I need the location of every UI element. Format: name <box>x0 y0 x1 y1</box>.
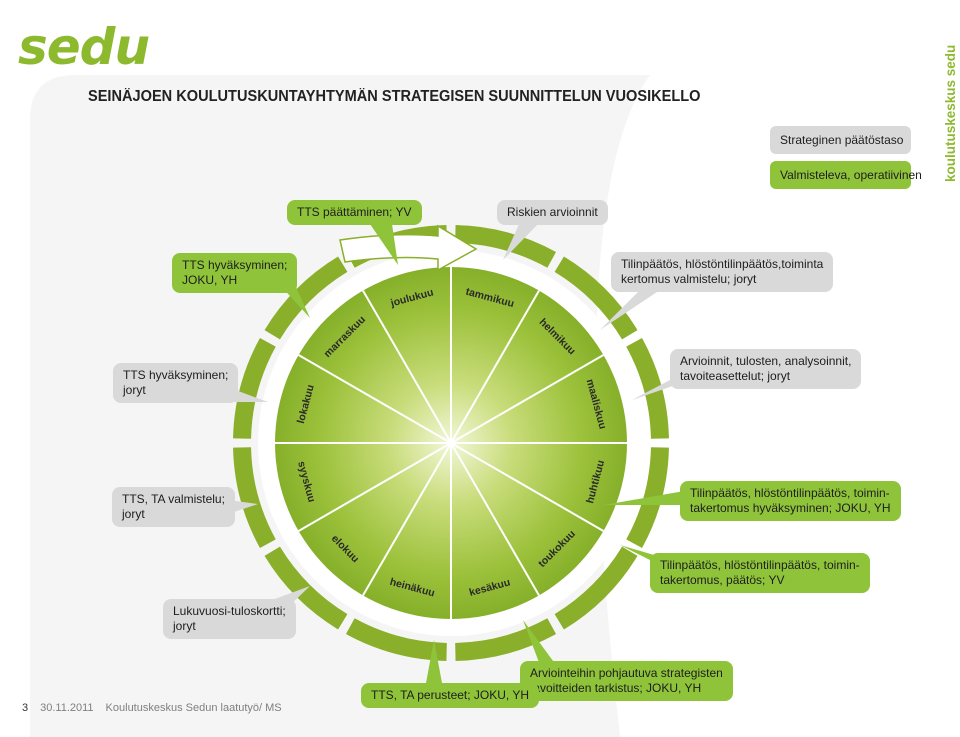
pointer-tts-hyv-joryt <box>230 388 268 402</box>
legend-preparatory: Valmisteleva, operatiivinen <box>770 161 922 189</box>
pointer-tts-paattaminen <box>370 224 398 265</box>
box-tts-hyvaksyminen-joryt: TTS hyväksyminen; joryt <box>113 363 239 403</box>
box-line: TTS, TA perusteet; JOKU, YH <box>371 688 530 702</box>
box-lukuvuosi: Lukuvuosi-tuloskortti; joryt <box>163 599 296 639</box>
box-line: takertomus, päätös; YV <box>660 573 785 587</box>
pointer-riskien <box>503 222 540 260</box>
month-divider <box>298 354 452 444</box>
box-arviointeihin: Arviointeihin pohjautuva strategisten ta… <box>520 661 733 701</box>
pointer-arviointeihin <box>523 620 556 665</box>
box-riskien: Riskien arvioinnit <box>497 200 608 225</box>
box-line: Arviointeihin pohjautuva strategisten <box>530 666 723 680</box>
box-line: Tilinpäätös, hlöstöntilinpäätös, toimin- <box>660 558 860 572</box>
box-tilinpaatos-hyvaksyminen: Tilinpäätös, hlöstöntilinpäätös, toimin-… <box>680 481 901 521</box>
footer-text: Koulutuskeskus Sedun laatutyö/ MS <box>105 702 282 714</box>
month-divider <box>450 442 540 596</box>
pointer-tts-hyv-joku <box>280 285 310 318</box>
ring-segment <box>554 546 638 630</box>
footer-date: 30.11.2011 <box>40 702 94 714</box>
ring-segment <box>455 225 557 268</box>
pointer-tts-perusteet <box>426 640 442 683</box>
box-tts-paattaminen: TTS päättäminen; YV <box>287 200 422 225</box>
box-tilinpaatos-paatos: Tilinpäätös, hlöstöntilinpäätös, toimin-… <box>650 553 870 593</box>
pointer-tilinpaatos1 <box>600 290 660 330</box>
legend-strategic: Strateginen päätöstaso <box>770 126 911 154</box>
month-divider <box>450 442 604 532</box>
ring-segment <box>626 337 669 439</box>
box-line: joryt <box>123 383 146 397</box>
ring-segment <box>345 618 447 661</box>
sedu-logo: sedu <box>18 18 150 76</box>
box-line: joryt <box>173 619 196 633</box>
ring-segment <box>233 447 276 549</box>
month-divider <box>450 290 540 444</box>
box-line: TTS, TA valmistelu; <box>122 492 225 506</box>
side-brand: koulutuskeskus sedu <box>943 44 958 182</box>
month-dividers <box>275 267 627 619</box>
month-divider <box>362 442 452 596</box>
box-tts-ta-valmistelu: TTS, TA valmistelu; joryt <box>112 487 235 527</box>
month-divider <box>362 290 452 444</box>
month-divider <box>298 442 452 532</box>
box-line: Lukuvuosi-tuloskortti; <box>173 604 286 618</box>
footer: 3 30.11.2011 Koulutuskeskus Sedun laatutyö… <box>22 702 282 714</box>
box-line: JOKU, YH <box>182 273 238 287</box>
ring-segment <box>455 618 557 661</box>
box-line: TTS hyväksyminen; <box>123 368 229 382</box>
box-tts-hyvaksyminen-joku: TTS hyväksyminen; JOKU, YH <box>172 253 298 293</box>
box-line: Tilinpäätös, hlöstöntilinpäätös,toiminta <box>621 257 824 271</box>
box-line: Tilinpäätös, hlöstöntilinpäätös, toimin- <box>690 486 890 500</box>
box-tts-perusteet: TTS, TA perusteet; JOKU, YH <box>361 683 540 708</box>
box-line: TTS hyväksyminen; <box>182 258 288 272</box>
page-title: SEINÄJOEN KOULUTUSKUNTAYHTYMÄN STRATEGIS… <box>88 88 701 105</box>
pointer-tilinpaatos2 <box>604 490 690 505</box>
box-line: tavoitteiden tarkistus; JOKU, YH <box>530 681 702 695</box>
box-arvioinnit: Arvioinnit, tulosten, analysoinnit, tavo… <box>670 349 862 389</box>
month-divider <box>450 354 604 444</box>
box-line: joryt <box>122 507 145 521</box>
box-line: kertomus valmistelu; joryt <box>621 272 757 286</box>
box-line: Riskien arvioinnit <box>507 205 598 219</box>
box-line: takertomus hyväksyminen; JOKU, YH <box>690 501 891 515</box>
ring-segment <box>233 337 276 439</box>
box-tilinpaatos-valmistelu: Tilinpäätös, hlöstöntilinpäätös,toiminta… <box>611 252 834 292</box>
box-line: Arvioinnit, tulosten, analysoinnit, <box>680 354 852 368</box>
page-number: 3 <box>22 702 29 714</box>
pointer-tts-ta-valmistelu <box>228 500 258 514</box>
box-line: TTS päättäminen; YV <box>297 205 412 219</box>
ring-segment <box>264 256 348 340</box>
box-line: tavoiteasettelut; joryt <box>680 369 791 383</box>
